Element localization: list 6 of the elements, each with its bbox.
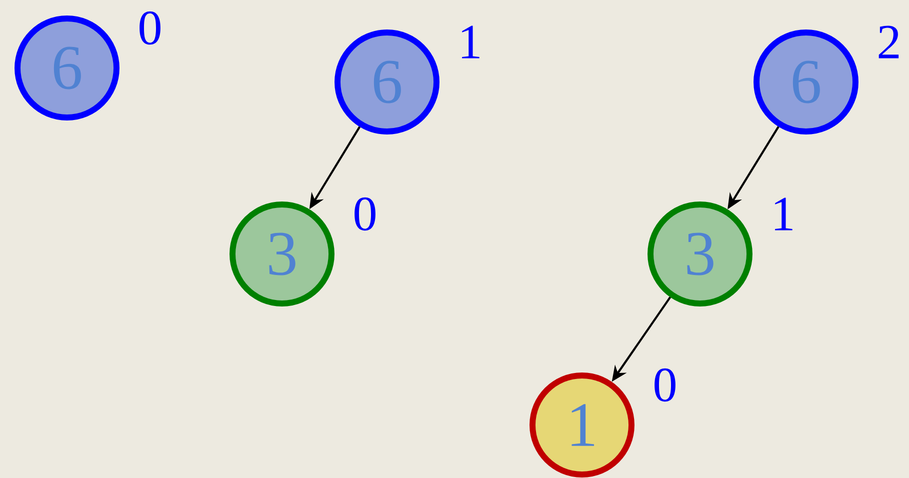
height-label: 0: [654, 368, 676, 402]
height-label: 0: [140, 11, 160, 45]
height-label: 2: [878, 26, 899, 58]
height-label: 1: [775, 198, 792, 230]
height-label: 0: [354, 197, 376, 231]
height-label: 1: [462, 26, 480, 58]
